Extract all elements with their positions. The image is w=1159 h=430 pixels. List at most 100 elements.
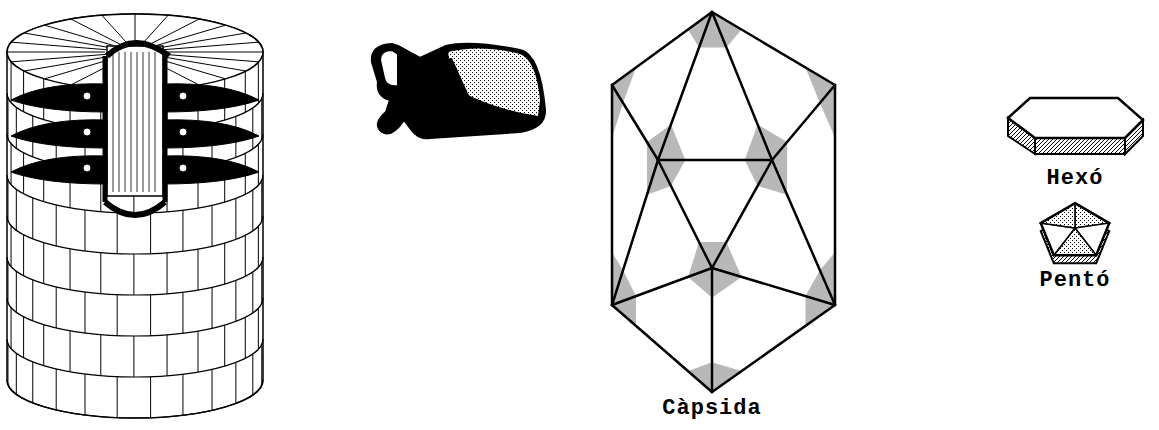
ribbon-dot [83,164,91,172]
subunit-line [11,144,12,185]
subunit-line [23,71,24,112]
subunit-line [224,325,225,366]
subunit-line [117,295,118,336]
subunit-line [261,180,262,221]
subunit-line [245,235,246,276]
subunit-line [7,52,105,53]
helical-capsid [7,14,263,418]
subunit-line [16,107,17,148]
subunit-line [258,144,259,185]
subunit-line [165,52,263,53]
rna-ribbon [11,120,107,148]
subunit-line [164,54,259,62]
capsid-edge [658,160,712,268]
capsid-edge [658,159,772,162]
subunit-line [235,198,236,239]
subunit-line [258,226,259,267]
rna-ribbon [163,120,259,148]
channel-line [125,52,126,192]
rna-ribbon [163,84,259,112]
subunit-line [150,295,151,336]
rna-ribbon [11,156,107,184]
subunit-line [224,243,225,284]
subunit-line [133,254,134,295]
capsid-edge [712,12,772,160]
capsid-edge [712,160,772,268]
subunit-line [84,292,85,333]
subunit-line [32,280,33,321]
hexon-shape [1008,98,1143,154]
subunit-line [182,210,183,251]
subunit-line [11,226,12,267]
capsid-edge [612,160,658,305]
subunit-line [24,57,109,72]
subunit-line [167,335,168,376]
subunit-line [252,354,253,395]
subunit-line [150,377,151,418]
ribbon-dot [83,92,91,100]
rna-ribbon [11,84,107,112]
channel-line [113,52,114,192]
ribbon-dot [179,128,187,136]
rna-strand [105,43,169,215]
subunit-line [70,331,71,372]
subunit-line [7,344,8,385]
capsid-edge [611,85,614,305]
capsid-edge [658,12,712,160]
subunit-line [23,317,24,358]
capsid-face [712,268,835,392]
subunit-line [11,308,12,349]
capsid-edge [612,305,712,392]
subunit-line [245,317,246,358]
capsid-edge [712,305,835,392]
subunit-line [135,14,136,43]
subunit-line [117,377,118,418]
subunit-line [252,108,253,149]
capsid-face [612,268,712,392]
capsid-edge [612,12,712,85]
subunit-line [7,262,8,303]
subunit-line [150,213,151,254]
subunit-line [261,344,262,385]
part-label: Pentó [1039,268,1110,294]
subunit-line [133,336,134,377]
subunit-line [100,253,101,294]
penton-patch [712,12,742,48]
subunit-line [16,271,17,312]
penton-shape [1041,203,1109,263]
subunit-line [7,180,8,221]
subunit-line [56,205,57,246]
channel-line [143,52,144,192]
capsid-edge [772,160,835,305]
subunit-line [182,292,183,333]
subunit-line [252,272,253,313]
subunit-line [167,253,168,294]
subunit-line [198,249,199,290]
subunit-line [71,19,120,44]
ribbon-dot [179,164,187,172]
rna-ribbon [163,156,259,184]
subunit-line [32,362,33,403]
penton-patch [658,124,685,160]
helix-ring [7,380,263,418]
subunit-line [198,331,199,372]
ribbon-dot [83,128,91,136]
subunit-line [11,54,106,62]
subunit-line [32,198,33,239]
subunit-line [258,62,259,103]
capsid-edge [712,12,835,85]
subunit-line [84,374,85,415]
subunit-line [164,42,259,50]
capsid-edge [772,85,835,160]
subunit-line [56,287,57,328]
ribbon-dot [179,92,187,100]
subunit-line [252,190,253,231]
subunit-line [117,213,118,254]
subunit-line [100,335,101,376]
subunit-line [212,287,213,328]
capsid-edge [711,268,714,392]
part-label: Càpsida [662,396,761,422]
capsid-face [612,160,712,305]
penton-outline [1041,203,1109,255]
